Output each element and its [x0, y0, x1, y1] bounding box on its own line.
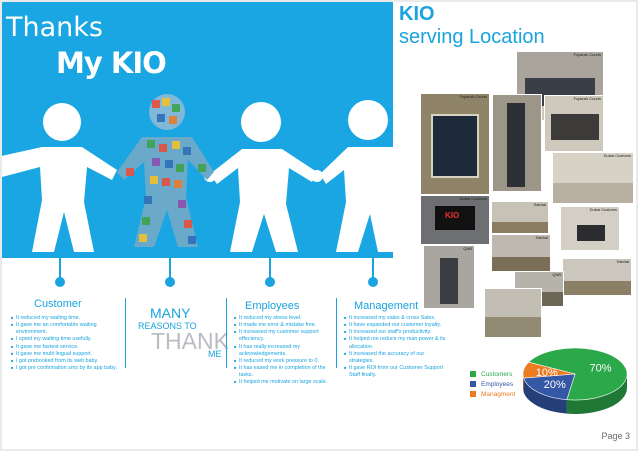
- employees-bullets: It reduced my stress level. It made me e…: [234, 315, 334, 386]
- distribution-pie-chart: 70% 20%10%: [522, 347, 628, 414]
- bullet-item: I spent my waiting time usefully.: [11, 336, 121, 343]
- legend-label: Managment: [481, 390, 516, 398]
- bullet-item: It has really increased my acknowledgeme…: [234, 344, 334, 358]
- timeline-line: [2, 257, 393, 258]
- photo-label: Fujairah Courts: [573, 52, 601, 57]
- customer-pin: [59, 257, 61, 279]
- bullet-item: It reduced my stress level.: [234, 315, 334, 322]
- chart-legend: Customers Employees Managment: [470, 369, 515, 399]
- reasons-pin-dot: [165, 277, 175, 287]
- management-title: Management: [354, 300, 419, 312]
- photo-label: QNB: [552, 272, 561, 277]
- thank-text: THANK: [151, 328, 229, 354]
- location-photo: [492, 94, 542, 192]
- customer-title: Customer: [34, 298, 82, 310]
- divider: [336, 298, 337, 368]
- bullet-item: It gave me fastest service.: [11, 344, 121, 351]
- photo-label: Sabhai: [533, 202, 546, 207]
- photo-label: Dubai Customs: [459, 196, 487, 201]
- bullet-item: I got prebooked from its web baby.: [11, 358, 121, 365]
- photo-label: Dubai Customs: [589, 207, 617, 212]
- mosaic-figure: [117, 94, 214, 247]
- reasons-pin: [169, 257, 171, 279]
- customer-bullets: It reduced my waiting time. It gave me a…: [11, 315, 121, 372]
- management-pin-dot: [368, 277, 378, 287]
- legend-swatch: [470, 391, 476, 397]
- bullet-item: It increased our staff's productivity.: [344, 329, 448, 336]
- pie-slice-label: 70%: [589, 363, 611, 375]
- bullet-item: It reduced my waiting time.: [11, 315, 121, 322]
- pie-slice: [522, 361, 576, 379]
- people-chain-illustration: [2, 94, 393, 252]
- photo-label: Dubai Customs: [603, 153, 631, 158]
- pie-slice-label: 10%: [536, 367, 558, 379]
- legend-label: Customers: [481, 370, 513, 378]
- bullet-item: It helped me reduce my man power & its a…: [344, 336, 448, 350]
- page-number: Page 3: [601, 431, 630, 441]
- photo-label: QNB: [463, 246, 472, 251]
- management-pin: [372, 257, 374, 279]
- photo-label: Fujairah Courts: [459, 94, 487, 99]
- bullet-item: It helped me motivate on large scale.: [234, 379, 334, 386]
- gallery-title: KIO: [399, 3, 435, 25]
- screen-logo: KIO: [445, 211, 460, 220]
- legend-item: Customers: [470, 369, 515, 379]
- divider: [226, 298, 227, 368]
- bullet-item: It increased the accuracy of our strateg…: [344, 351, 448, 365]
- bullet-item: It reduced my work pressure to 0.: [234, 358, 334, 365]
- brand-heading: My KIO: [56, 46, 167, 80]
- bullet-item: It gave me an comfortable waiting enviro…: [11, 322, 121, 336]
- photo-label: Sabhai: [616, 259, 629, 264]
- photo-label: Fujairah Courts: [573, 96, 601, 101]
- bullet-item: It gave ROI from our Customer Support St…: [344, 365, 448, 379]
- location-photo: [484, 288, 542, 338]
- pie-slice-label: 20%: [544, 379, 566, 391]
- gallery-subtitle: serving Location: [399, 26, 545, 48]
- location-photo: QNB: [423, 245, 475, 309]
- pie-slice-side: [566, 374, 627, 414]
- reasons-to-text: REASONS TO: [138, 321, 197, 331]
- legend-item: Managment: [470, 389, 515, 399]
- location-photo: Dubai Customs: [560, 206, 620, 251]
- bullet-item: It has eased me in completion of the tas…: [234, 365, 334, 379]
- location-photo: Dubai Customs: [552, 152, 634, 204]
- photo-label: Sabhai: [535, 235, 548, 240]
- employees-pin: [269, 257, 271, 279]
- legend-label: Employees: [481, 380, 514, 388]
- bullet-item: It have expanded our customer loyalty.: [344, 322, 448, 329]
- legend-swatch: [470, 371, 476, 377]
- location-photo: Sabhai: [491, 234, 551, 272]
- me-text: ME: [208, 349, 222, 359]
- location-photo: Fujairah Courts: [420, 93, 490, 195]
- location-photo: Sabhai: [562, 258, 632, 296]
- location-photo: Dubai Customs KIO: [420, 195, 490, 245]
- bullet-item: It gave me multi lingual support.: [11, 351, 121, 358]
- management-bullets: It increased my sales & cross Sales. It …: [344, 315, 448, 379]
- location-photo: Sabhai: [491, 201, 549, 234]
- thanks-heading: Thanks: [6, 12, 103, 43]
- pie-slice: [523, 373, 576, 400]
- divider: [125, 298, 126, 368]
- many-text: MANY: [150, 305, 191, 321]
- bullet-item: I got pre confirmation sms by its app ba…: [11, 365, 121, 372]
- bullet-item: It made me error & mistake free.: [234, 322, 334, 329]
- legend-item: Employees: [470, 379, 515, 389]
- employees-title: Employees: [245, 300, 300, 312]
- legend-swatch: [470, 381, 476, 387]
- bullet-item: It increased my customer support effecie…: [234, 329, 334, 343]
- bullet-item: It increased my sales & cross Sales.: [344, 315, 448, 322]
- customer-pin-dot: [55, 277, 65, 287]
- location-photo: Fujairah Courts: [544, 95, 604, 152]
- pie-slice-side: [523, 378, 567, 414]
- pie-slice: [528, 347, 628, 401]
- employees-pin-dot: [265, 277, 275, 287]
- white-figures: [2, 100, 393, 252]
